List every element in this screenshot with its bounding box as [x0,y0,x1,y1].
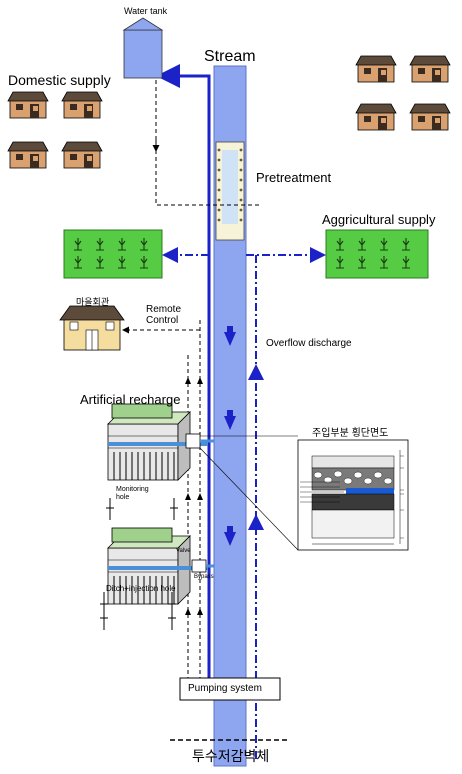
remote-control-label-1: Remote [146,304,182,315]
remote-control-label-2: Control [146,315,179,326]
pumping-system-label: Pumping system [188,683,262,694]
pretreatment-label: Pretreatment [256,170,332,185]
ditch-injection-hole-label: Ditch+injection hole [106,584,176,593]
stream-flow-arrows [224,326,236,546]
valve-box-upper [185,433,201,449]
village-hall-label: 마을회관 [76,297,110,307]
field-left [63,229,163,279]
water-tank [122,17,164,79]
monitoring-hole-label-1: Monitoring [116,486,149,493]
agricultural-supply-label: Aggricultural supply [322,212,436,227]
valve-box-lower [191,559,207,573]
houses-right [355,55,451,131]
valve-label: Valve [176,548,191,554]
domestic-houses-left [7,91,103,169]
artificial-recharge-label: Artificial recharge [80,392,181,407]
supply-pipe [156,64,211,690]
village-hall [59,305,125,351]
pretreatment-filter [215,141,245,241]
field-right [325,229,429,279]
overflow-discharge-label: Overflow discharge [266,338,352,349]
domestic-supply-label: Domestic supply [8,72,111,88]
agricultural-supply-lines [162,247,326,760]
cross-section [297,439,409,551]
monitoring-hole-label-2: hole [116,494,130,501]
pumping-system-box [179,677,281,701]
cross-section-title: 주입부분 횡단면도 [312,428,389,439]
subsurface-barrier-label: 투수저감벽체 [192,748,270,764]
stream-label: Stream [204,48,256,65]
bypass-label: Bypass [194,574,214,580]
water-tank-label: Water tank [124,6,168,16]
monitoring-wells [100,498,178,630]
